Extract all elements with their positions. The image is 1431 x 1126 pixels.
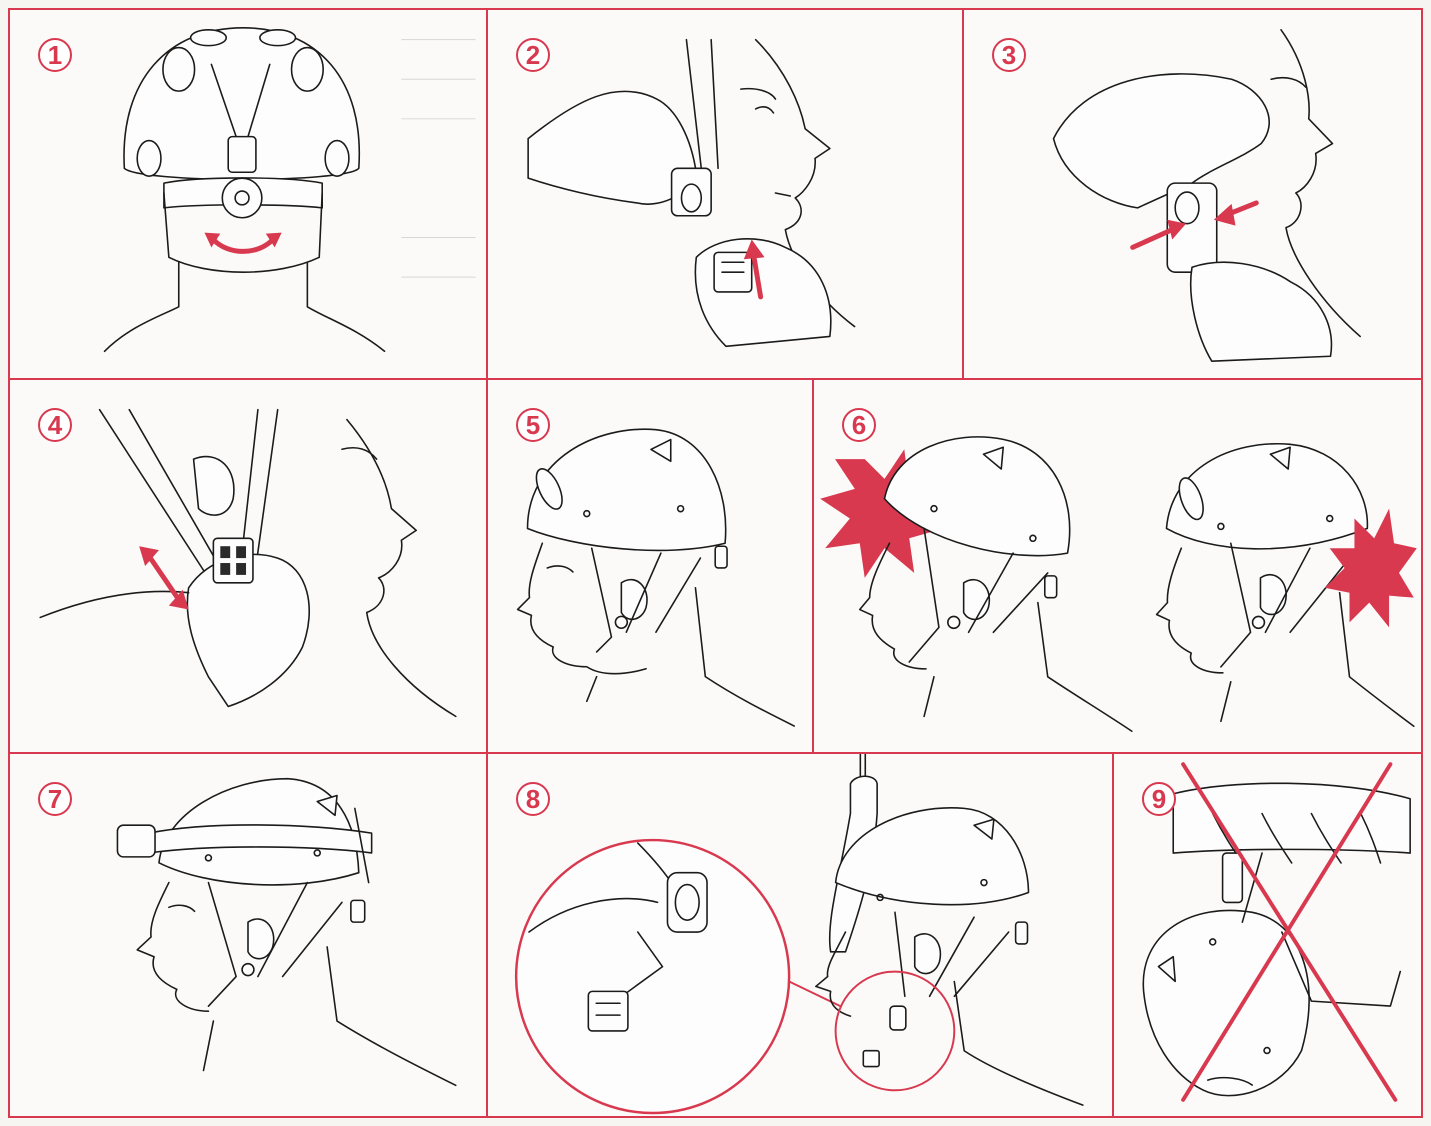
step-2-panel: 2 [486, 8, 964, 380]
eyebrow [342, 448, 377, 459]
squeeze-arrow-left-icon [1133, 230, 1173, 248]
background-text-lines [401, 40, 475, 277]
step-4-panel: 4 [8, 378, 488, 754]
step-5-panel: 5 [486, 378, 814, 754]
headlamp [117, 825, 155, 857]
eye [756, 107, 774, 113]
eyebrow [741, 89, 776, 99]
magnifier-circle-small [836, 972, 955, 1091]
face-profile [137, 883, 208, 1012]
eye [547, 566, 573, 572]
rotate-arrow-icon [213, 240, 272, 252]
neck-shoulders [954, 981, 1083, 1105]
ear [194, 457, 234, 516]
step-6-number: 6 [842, 408, 876, 442]
helmet-shell [885, 437, 1070, 556]
ear [915, 934, 941, 974]
neck-shoulders [105, 262, 385, 351]
helmet-rim [1173, 783, 1410, 853]
chin-straps [1221, 543, 1350, 667]
rear-clip [228, 137, 256, 173]
step-5-number: 5 [516, 408, 550, 442]
eye [169, 905, 195, 911]
magnifier-circle [516, 840, 789, 1113]
step-6-illustration [814, 380, 1421, 752]
step-8-illustration [488, 754, 1112, 1116]
step-7-number: 7 [38, 782, 72, 816]
strap-junction [615, 616, 627, 628]
rear-wheel [715, 546, 727, 568]
wrist [40, 591, 188, 617]
chin-straps [208, 883, 342, 1007]
neck-shoulders [587, 588, 794, 726]
buckle-male [588, 991, 628, 1031]
neck-shoulders [203, 947, 455, 1085]
step-6-panel: 6 [812, 378, 1423, 754]
step-2-illustration [488, 10, 962, 378]
helmet-vent [163, 48, 195, 92]
step-1-panel: 1 [8, 8, 488, 380]
upper-hand [1054, 74, 1270, 208]
step-8-panel: 8 [486, 752, 1114, 1118]
chin-straps [895, 912, 1009, 996]
mouth [775, 193, 790, 196]
rear-wheel [351, 900, 365, 922]
eyebrow [1271, 78, 1306, 87]
helmet-vent [292, 48, 324, 92]
step-7-panel: 7 [8, 752, 488, 1118]
helmet-vent [191, 30, 227, 46]
step-4-illustration [10, 380, 486, 752]
step-7-illustration [10, 754, 486, 1116]
step-4-number: 4 [38, 408, 72, 442]
strap-slider [213, 538, 253, 583]
adjust-arrow-icon [149, 556, 179, 600]
step-8-number: 8 [516, 782, 550, 816]
step-3-panel: 3 [962, 8, 1423, 380]
ear [1260, 575, 1286, 615]
magnifier-pointer [789, 981, 840, 1006]
helmet-vent [137, 141, 161, 177]
step-1-illustration [10, 10, 486, 378]
helmet-vent [325, 141, 349, 177]
step-9-number: 9 [1142, 782, 1176, 816]
step-3-number: 3 [992, 38, 1026, 72]
step-9-panel: 9 [1112, 752, 1423, 1118]
step-3-illustration [964, 10, 1421, 378]
lower-hand [1191, 262, 1332, 361]
face-profile [1157, 548, 1223, 673]
face-profile [347, 420, 456, 717]
helmet-vent [260, 30, 296, 46]
ear [964, 580, 990, 620]
step-1-number: 1 [38, 38, 72, 72]
adjustment-wheel [222, 178, 262, 218]
step-2-number: 2 [516, 38, 550, 72]
